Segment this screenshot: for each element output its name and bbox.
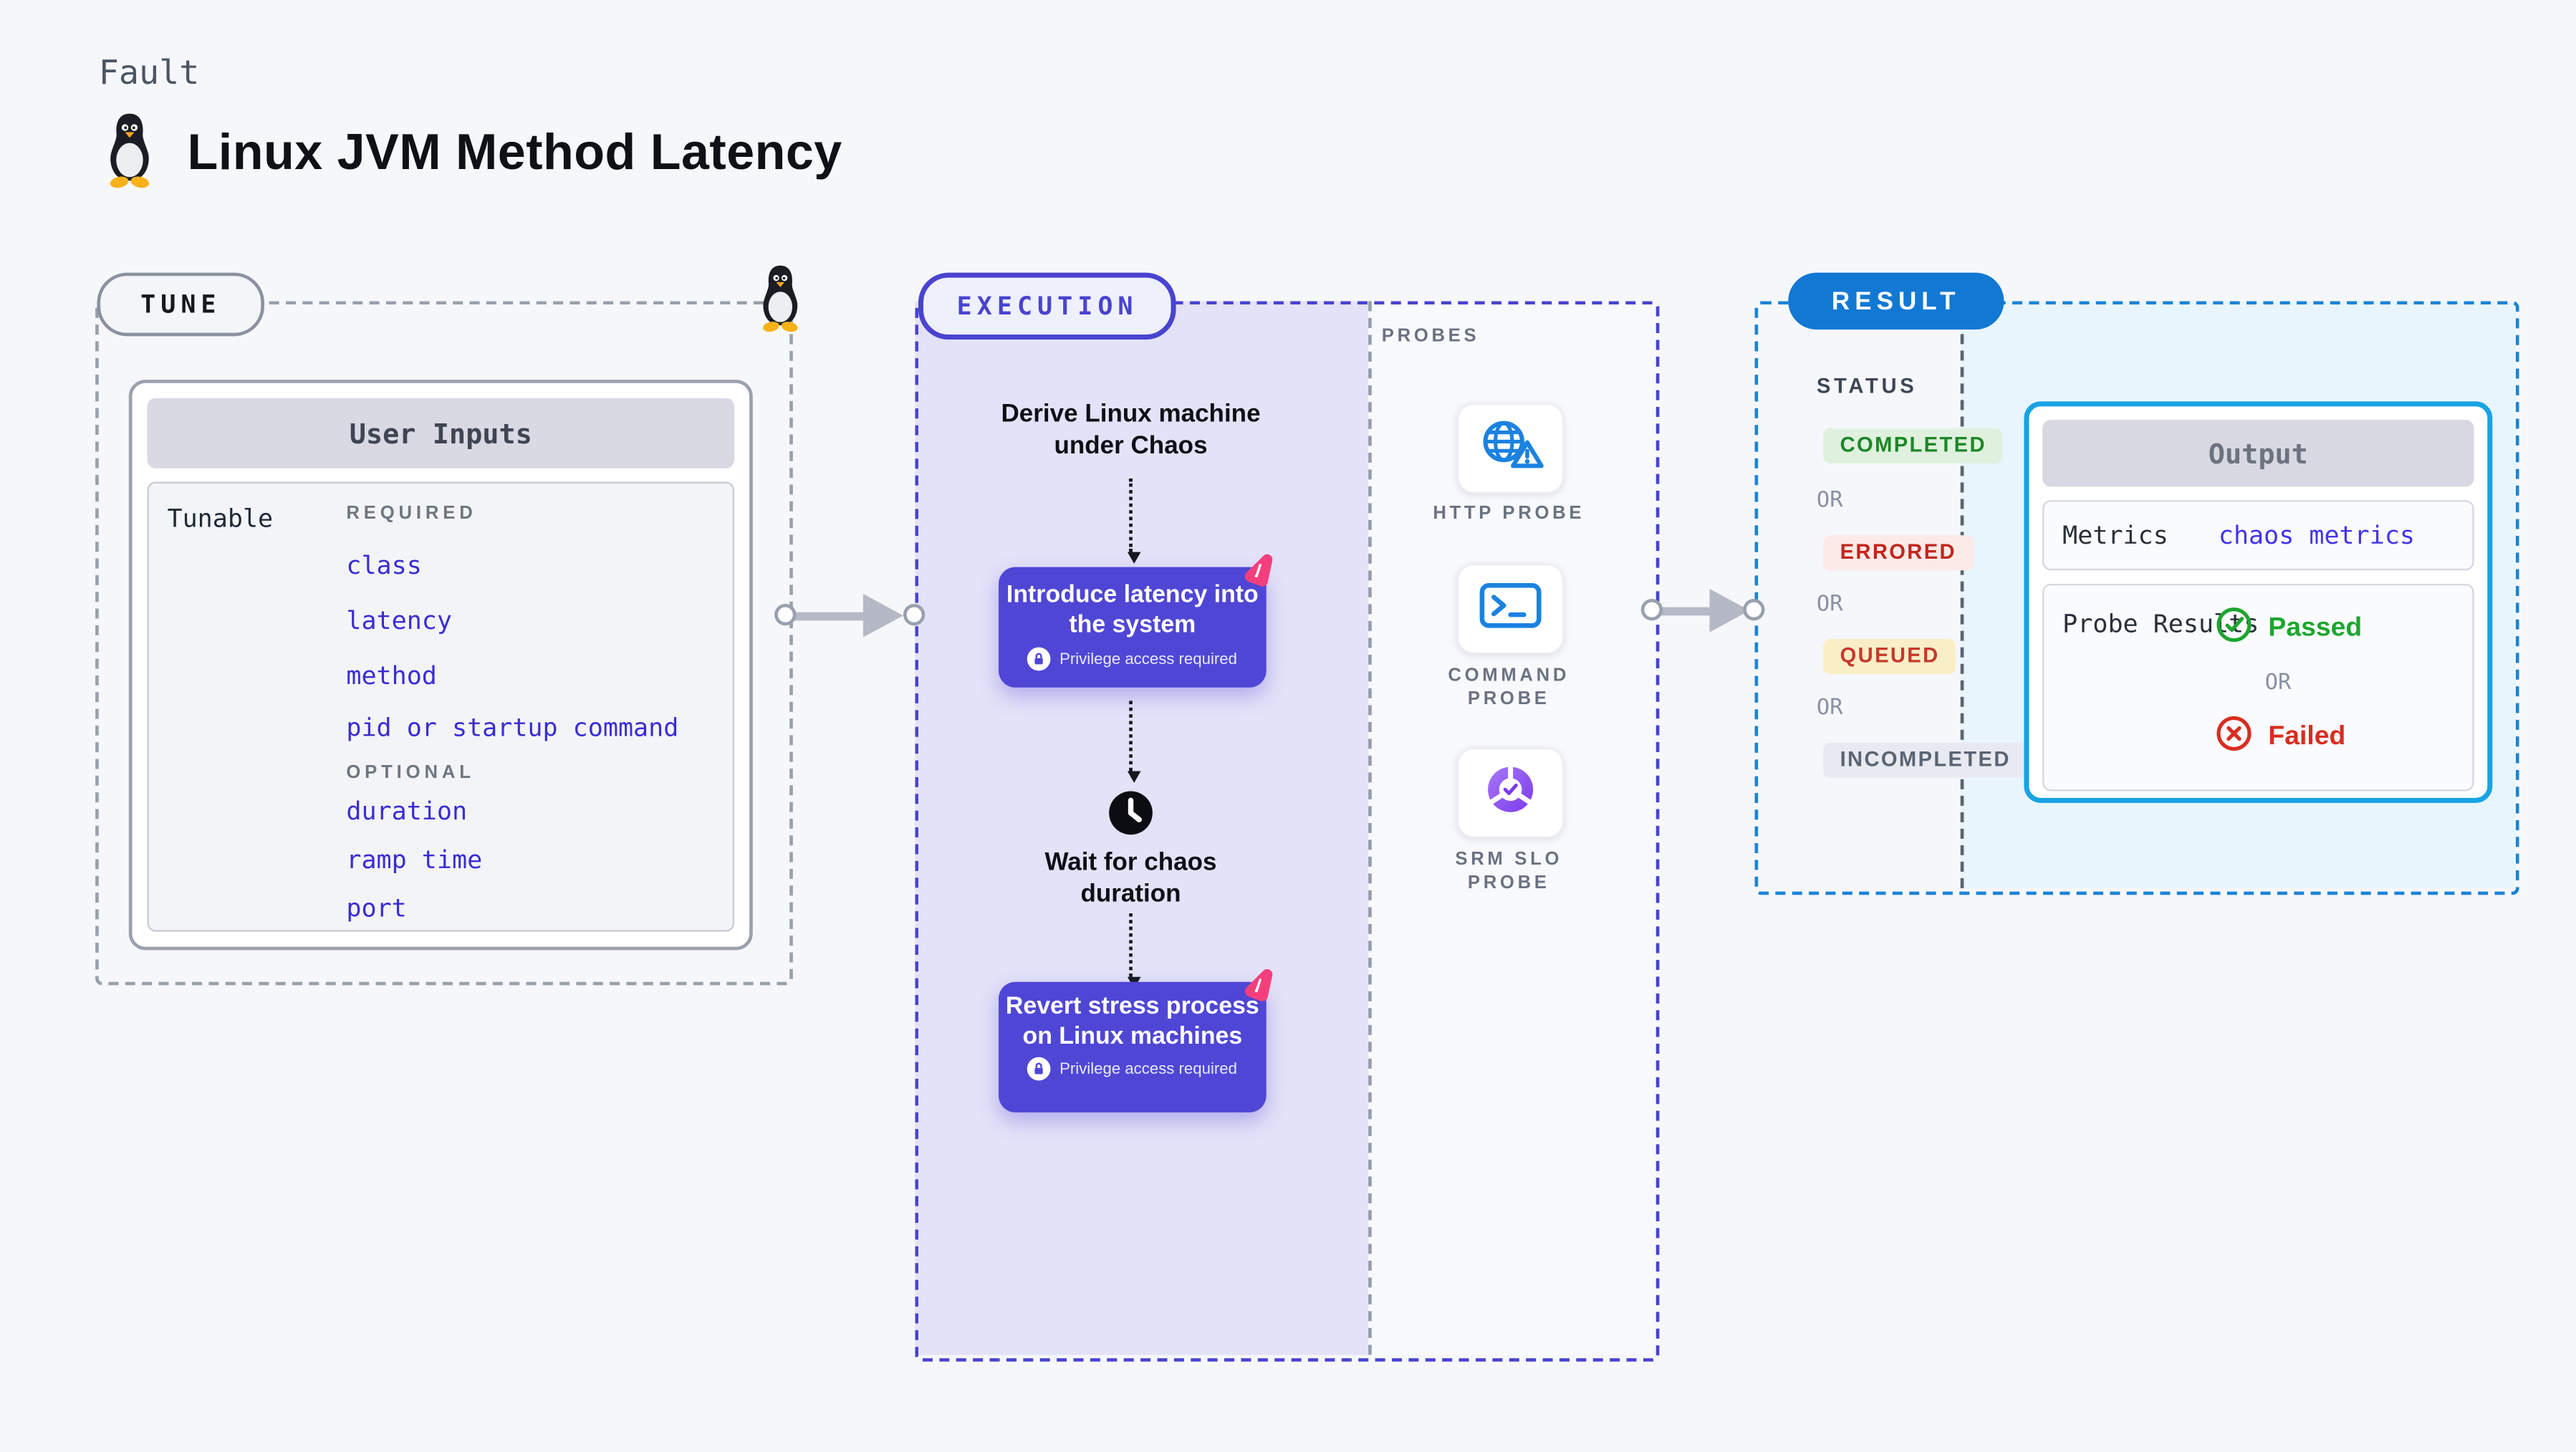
passed-label: Passed: [2268, 613, 2363, 643]
revert-stress-node[interactable]: Revert stress process on Linux machines …: [999, 981, 1267, 1112]
command-probe-card: [1456, 563, 1565, 655]
flow-arrow-icon: [1127, 701, 1141, 783]
connector-line: [1659, 606, 1714, 615]
required-heading: REQUIRED: [346, 503, 477, 524]
optional-heading: OPTIONAL: [346, 762, 475, 783]
flow-arrow-icon: [1127, 913, 1141, 989]
litmus-chaos-icon: [1239, 552, 1276, 597]
tunable-link-duration[interactable]: duration: [346, 796, 468, 827]
tunable-row-label: Tunable: [167, 503, 274, 534]
flow-arrow-icon: [1127, 478, 1141, 564]
litmus-chaos-icon: [1239, 967, 1276, 1012]
lock-icon: [1027, 647, 1052, 671]
user-inputs-header: User Inputs: [147, 398, 735, 468]
connector-endpoint: [774, 603, 797, 626]
connector-line: [792, 611, 867, 620]
probe-results-row: Probe Results Passed OR: [2042, 583, 2474, 792]
status-badge-errored: ERRORED: [1823, 535, 1974, 571]
tunable-link-class[interactable]: class: [346, 550, 422, 581]
metrics-label: Metrics: [2062, 520, 2168, 551]
kicker-label: Fault: [98, 52, 200, 92]
status-badge-completed: COMPLETED: [1823, 428, 2004, 463]
introduce-latency-node[interactable]: Introduce latency into the system Privil…: [999, 567, 1267, 688]
page-title: Linux JVM Method Latency: [187, 125, 842, 181]
slo-donut-icon: [1477, 759, 1544, 827]
or-separator: OR: [1816, 592, 1843, 617]
output-card: Output Metrics chaos metrics Probe Resul…: [2024, 401, 2493, 803]
command-probe-label: COMMAND PROBE: [1448, 665, 1570, 710]
failed-cross-icon: [2215, 714, 2254, 761]
derive-step-text: Derive Linux machine under Chaos: [1001, 400, 1261, 461]
srm-slo-probe-card: [1456, 747, 1565, 838]
result-section-box: [1754, 301, 2519, 895]
result-section-badge: RESULT: [1788, 272, 2004, 330]
node-title: Revert stress process on Linux machines: [1005, 994, 1259, 1050]
tunable-link-ramp-time[interactable]: ramp time: [346, 845, 483, 875]
tunables-table: Tunable REQUIRED class latency method pi…: [147, 481, 735, 932]
or-separator: OR: [1816, 488, 1843, 514]
tune-section-badge: TUNE: [97, 272, 265, 337]
tunable-link-pid[interactable]: pid or startup command: [346, 712, 679, 743]
passed-check-icon: [2215, 605, 2254, 652]
status-badge-incompleted: INCOMPLETED: [1823, 742, 2028, 778]
http-probe-card: [1456, 403, 1565, 494]
failed-label: Failed: [2268, 722, 2346, 751]
clock-icon: [1107, 789, 1154, 845]
globe-alert-icon: [1476, 415, 1546, 481]
tunable-link-port[interactable]: port: [346, 893, 407, 923]
probes-heading: PROBES: [1381, 326, 1480, 347]
tunable-link-latency[interactable]: latency: [346, 605, 452, 636]
status-badge-queued: QUEUED: [1823, 639, 1956, 675]
or-separator: OR: [1816, 696, 1843, 721]
connector-endpoint: [1640, 598, 1663, 621]
node-title: Introduce latency into the system: [1006, 582, 1259, 638]
tux-icon: [753, 263, 808, 342]
user-inputs-card: User Inputs Tunable REQUIRED class laten…: [128, 380, 753, 951]
privilege-badge: Privilege access required: [1059, 650, 1237, 668]
output-header: Output: [2042, 420, 2474, 487]
tunable-link-method[interactable]: method: [346, 660, 437, 691]
connector-endpoint: [903, 603, 926, 626]
status-heading: STATUS: [1816, 375, 1918, 398]
or-separator: OR: [2264, 670, 2292, 696]
chaos-metrics-link[interactable]: chaos metrics: [2218, 520, 2416, 551]
wait-step-text: Wait for chaos duration: [1044, 847, 1217, 908]
lock-icon: [1027, 1057, 1052, 1081]
connector-arrowhead-icon: [862, 593, 903, 638]
tune-section-box: [95, 301, 793, 986]
srm-slo-probe-label: SRM SLO PROBE: [1455, 850, 1563, 893]
http-probe-label: HTTP PROBE: [1433, 503, 1585, 524]
metrics-row: Metrics chaos metrics: [2042, 500, 2474, 571]
execution-section-badge: EXECUTION: [918, 272, 1177, 340]
privilege-badge: Privilege access required: [1059, 1059, 1237, 1078]
connector-endpoint: [1743, 598, 1765, 621]
execution-section-box: [915, 301, 1660, 1362]
terminal-icon: [1477, 580, 1544, 638]
tux-icon: [99, 110, 160, 197]
